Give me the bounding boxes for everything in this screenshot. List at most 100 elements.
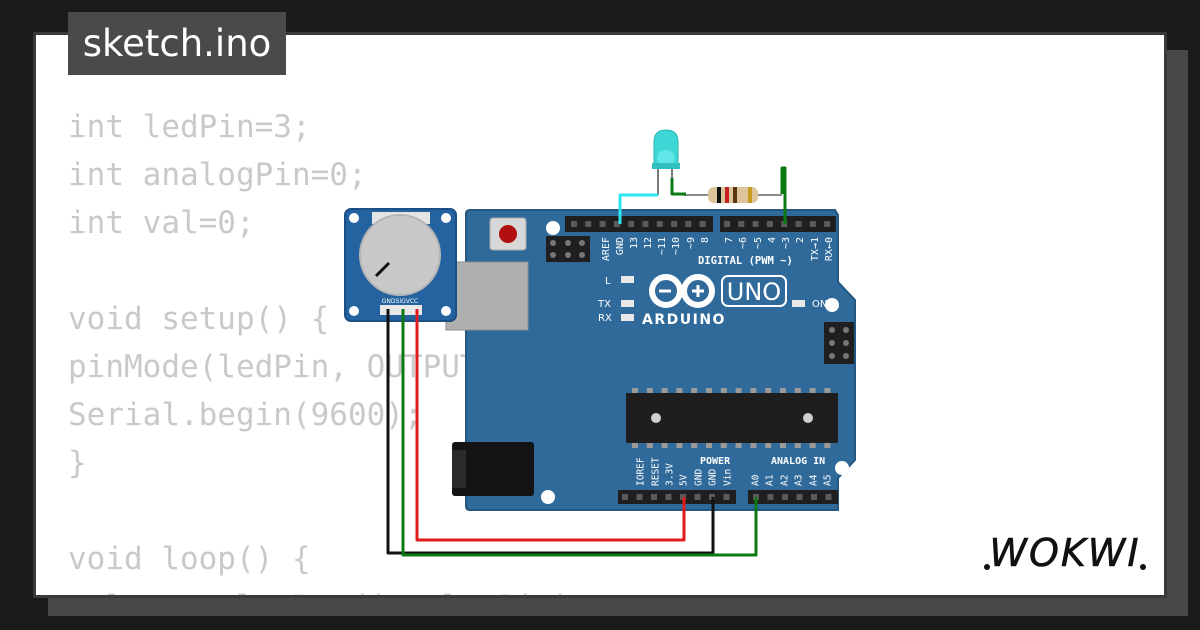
code-line: Serial.begin(9600); bbox=[68, 397, 423, 433]
header-pin[interactable] bbox=[685, 221, 692, 227]
mounting-hole bbox=[541, 490, 555, 504]
header-pin[interactable] bbox=[825, 494, 832, 500]
arduino-logo-icon bbox=[649, 274, 715, 308]
header-pin[interactable] bbox=[671, 221, 678, 227]
wire-red bbox=[415, 309, 686, 542]
led-label-rx: RX bbox=[598, 313, 612, 324]
analog-pin-label: A1 bbox=[765, 474, 776, 486]
uno-badge-text: UNO bbox=[727, 278, 781, 306]
power-jack bbox=[452, 442, 534, 496]
chip-leg bbox=[676, 388, 683, 393]
digital-pin-label: RX←0 bbox=[824, 237, 835, 261]
header-pin[interactable] bbox=[795, 221, 802, 227]
chip-leg bbox=[735, 443, 742, 448]
digital-pin-label: ~10 bbox=[671, 237, 682, 255]
digital-pin-label: 7 bbox=[724, 237, 735, 243]
header-pin[interactable] bbox=[811, 494, 817, 500]
arduino-brand-text: ARDUINO bbox=[642, 312, 726, 328]
code-line: int ledPin=3; bbox=[68, 109, 311, 145]
header-pin[interactable] bbox=[613, 221, 620, 227]
potentiometer[interactable]: GNDSIGVCC bbox=[344, 208, 457, 322]
header-pin[interactable] bbox=[752, 221, 759, 227]
icsp-header-right bbox=[824, 322, 854, 364]
header-pin[interactable] bbox=[824, 221, 831, 227]
digital-header-left bbox=[565, 216, 713, 232]
header-pin[interactable] bbox=[585, 221, 592, 227]
power-pin-label: RESET bbox=[651, 457, 662, 486]
header-pin[interactable] bbox=[622, 494, 628, 500]
chip-leg bbox=[765, 388, 772, 393]
chip-leg bbox=[646, 388, 653, 393]
chip-leg bbox=[646, 443, 653, 448]
header-pin[interactable] bbox=[767, 494, 774, 500]
reset-button-cap bbox=[499, 225, 517, 243]
wire-green-pin3 bbox=[780, 166, 787, 224]
resistor[interactable] bbox=[684, 187, 782, 203]
chip-leg bbox=[632, 443, 638, 448]
mounting-hole bbox=[835, 461, 849, 475]
pot-pin-labels: GNDSIGVCC bbox=[382, 298, 418, 305]
digital-pin-label: ~6 bbox=[738, 237, 749, 249]
header-pin[interactable] bbox=[651, 494, 657, 500]
digital-pin-label: 2 bbox=[795, 237, 806, 243]
header-pin[interactable] bbox=[694, 494, 701, 500]
header-pin[interactable] bbox=[642, 221, 649, 227]
code-line: } bbox=[68, 445, 87, 481]
header-pin[interactable] bbox=[738, 221, 745, 227]
wire-black bbox=[386, 309, 715, 555]
code-line: val = analogRead(analogPin); bbox=[68, 583, 591, 595]
digital-pin-label: 4 bbox=[767, 237, 778, 243]
header-pin[interactable] bbox=[782, 494, 788, 500]
digital-pin-label: ~5 bbox=[753, 237, 764, 249]
digital-header-label: DIGITAL (PWM ~) bbox=[698, 255, 793, 267]
header-pin[interactable] bbox=[628, 221, 635, 227]
header-pin[interactable] bbox=[636, 494, 643, 500]
header-pin[interactable] bbox=[723, 494, 730, 500]
chip-leg bbox=[735, 388, 742, 393]
code-line: void loop() { bbox=[68, 541, 311, 577]
file-tab-label: sketch.ino bbox=[82, 22, 272, 65]
digital-pin-label: TX→1 bbox=[810, 237, 821, 261]
chip-leg bbox=[661, 388, 668, 393]
chip-leg bbox=[691, 388, 698, 393]
usb-connector bbox=[445, 261, 529, 331]
led-tx-indicator bbox=[621, 300, 634, 307]
header-pin[interactable] bbox=[599, 221, 606, 227]
led-component[interactable] bbox=[652, 129, 680, 195]
header-pin[interactable] bbox=[656, 221, 663, 227]
chip-leg bbox=[750, 443, 757, 448]
digital-pin-label: ~3 bbox=[781, 237, 792, 249]
chip-leg bbox=[720, 388, 727, 393]
analog-header-label: ANALOG IN bbox=[771, 456, 825, 467]
chip-leg bbox=[809, 443, 816, 448]
knob-indicator bbox=[374, 261, 391, 278]
power-pin-label: 3.3V bbox=[665, 463, 676, 486]
analog-pin-label: A0 bbox=[751, 474, 762, 486]
chip-leg bbox=[765, 443, 772, 448]
header-pin[interactable] bbox=[796, 494, 803, 500]
chip-leg bbox=[706, 443, 712, 448]
header-pin[interactable] bbox=[571, 221, 577, 227]
wokwi-logo-text: WOKWI bbox=[989, 531, 1140, 575]
header-pin[interactable] bbox=[766, 221, 773, 227]
header-pin[interactable] bbox=[699, 221, 706, 227]
digital-pin-label: ~11 bbox=[657, 237, 668, 255]
chip-leg bbox=[809, 388, 816, 393]
led-on-indicator bbox=[792, 300, 805, 307]
chip-leg bbox=[780, 388, 786, 393]
header-pin[interactable] bbox=[809, 221, 816, 227]
wire-green-led bbox=[670, 178, 686, 196]
chip-leg bbox=[632, 388, 638, 393]
chip-leg bbox=[691, 443, 698, 448]
mounting-hole bbox=[825, 298, 839, 312]
digital-pin-label: AREF bbox=[601, 237, 612, 261]
header-pin[interactable] bbox=[724, 221, 730, 227]
led-label-on: ON bbox=[812, 299, 827, 310]
analog-pin-label: A5 bbox=[823, 475, 834, 486]
chip-leg bbox=[794, 443, 801, 448]
header-pin[interactable] bbox=[665, 494, 672, 500]
potentiometer-knob[interactable] bbox=[359, 214, 441, 296]
file-tab[interactable]: sketch.ino bbox=[68, 12, 286, 75]
